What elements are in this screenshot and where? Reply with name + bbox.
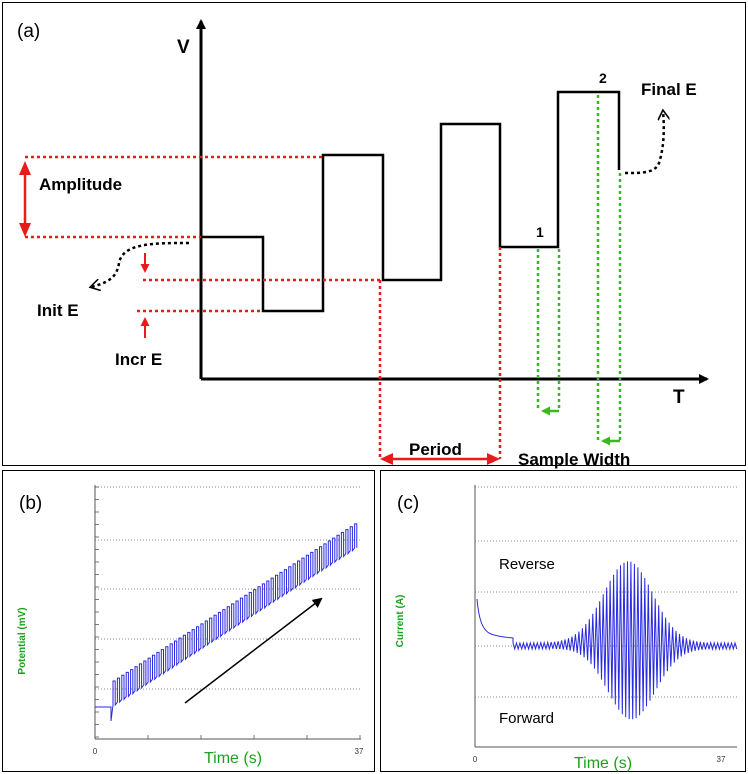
sample-point-2-label: 2 [599, 70, 607, 86]
c-gridlines [475, 486, 737, 698]
final-e-pointer [624, 111, 664, 175]
panel-a-svg: (a) V T [17, 19, 709, 469]
panel-c-tag: (c) [397, 493, 419, 514]
square-wave-staircase [201, 90, 621, 313]
panel-c-svg: (c) Reverse Forward Current (A) Time (s)… [395, 485, 738, 772]
incr-e-label: Incr E [115, 350, 162, 369]
panel-b-tag: (b) [19, 493, 42, 514]
b-ylabel: Potential (mV) [17, 607, 28, 674]
potential-square-wave [95, 523, 358, 722]
b-gridlines [95, 486, 361, 690]
reverse-label: Reverse [499, 556, 555, 573]
b-x-min: 0 [93, 747, 98, 756]
b-x-max: 37 [355, 747, 364, 756]
sample-point-1-label: 1 [536, 224, 544, 240]
scan-direction-arrow [184, 597, 323, 704]
final-e-label: Final E [641, 80, 697, 99]
c-x-min: 0 [473, 755, 478, 764]
sample-width-guides [536, 95, 622, 441]
v-axis-label: V [177, 37, 190, 58]
red-guides [25, 155, 502, 459]
current-response-curve [476, 561, 738, 720]
panel-a-tag: (a) [17, 21, 40, 42]
c-xlabel: Time (s) [574, 755, 632, 772]
t-axis-label: T [673, 387, 685, 408]
c-x-max: 37 [717, 755, 726, 764]
b-ticks [94, 486, 361, 739]
sample-width-label: Sample Width [518, 450, 630, 469]
panel-b-svg: (b) Potential (mV) Time (s) 0 37 [17, 485, 364, 767]
amplitude-label: Amplitude [39, 175, 122, 194]
c-ylabel: Current (A) [395, 595, 406, 648]
period-label: Period [409, 440, 462, 459]
panel-c-current-plot: (c) Reverse Forward Current (A) Time (s)… [380, 470, 746, 772]
b-xlabel: Time (s) [204, 750, 262, 767]
init-e-label: Init E [37, 301, 79, 320]
panel-a-square-wave-diagram: (a) V T [2, 2, 746, 469]
init-e-pointer [91, 241, 190, 287]
forward-label: Forward [499, 710, 554, 727]
panel-b-potential-plot: (b) Potential (mV) Time (s) 0 37 [2, 470, 375, 772]
